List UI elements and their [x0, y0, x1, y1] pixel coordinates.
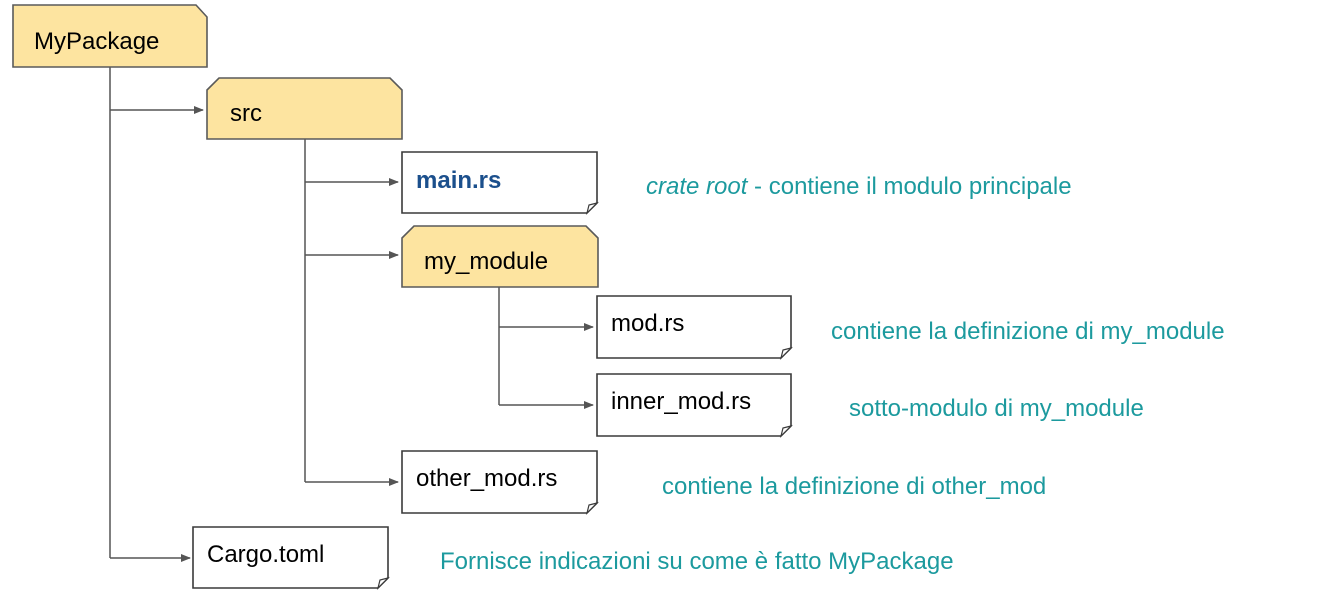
- file-label-main-rs: main.rs: [416, 167, 501, 194]
- file-fold-corner: [376, 576, 390, 590]
- tree-connectors: [109, 67, 594, 562]
- note-main-rs-text: - contiene il modulo principale: [747, 173, 1071, 200]
- folder-node-src[interactable]: src: [206, 77, 403, 140]
- folder-icon: [401, 225, 599, 288]
- note-cargo-toml: Fornisce indicazioni su come è fatto MyP…: [440, 548, 954, 575]
- note-main-rs-emphasis: crate root: [646, 173, 749, 200]
- folder-label-my-module: my_module: [424, 248, 548, 275]
- file-fold-corner: [779, 424, 793, 438]
- folder-label-src: src: [230, 100, 262, 127]
- file-label-cargo-toml: Cargo.toml: [207, 541, 324, 568]
- file-fold-corner: [585, 501, 599, 515]
- folder-label-mypackage: MyPackage: [34, 28, 159, 55]
- file-node-other-mod-rs[interactable]: other_mod.rs: [401, 450, 599, 515]
- file-label-mod-rs: mod.rs: [611, 310, 684, 337]
- note-main-rs: crate root - contiene il modulo principa…: [646, 173, 1072, 200]
- file-node-inner-mod-rs[interactable]: inner_mod.rs: [596, 373, 793, 438]
- file-node-main-rs[interactable]: main.rs: [401, 151, 599, 215]
- folder-node-mypackage[interactable]: MyPackage: [12, 4, 208, 68]
- note-inner-mod-rs: sotto-modulo di my_module: [849, 395, 1144, 422]
- note-other-mod-rs: contiene la definizione di other_mod: [662, 473, 1046, 500]
- file-label-other-mod-rs: other_mod.rs: [416, 465, 557, 492]
- file-node-mod-rs[interactable]: mod.rs: [596, 295, 793, 360]
- folder-icon: [12, 4, 208, 68]
- file-fold-corner: [585, 201, 599, 215]
- file-label-inner-mod-rs: inner_mod.rs: [611, 388, 751, 415]
- note-mod-rs: contiene la definizione di my_module: [831, 318, 1225, 345]
- folder-node-my-module[interactable]: my_module: [401, 225, 599, 288]
- file-fold-corner: [779, 346, 793, 360]
- file-node-cargo-toml[interactable]: Cargo.toml: [192, 526, 390, 590]
- folder-icon: [206, 77, 403, 140]
